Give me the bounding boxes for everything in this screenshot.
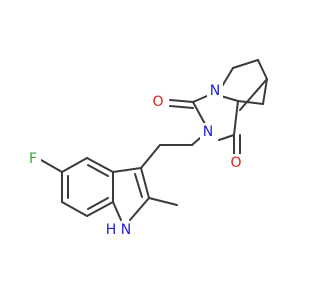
label-backdrop <box>149 93 167 111</box>
bond <box>192 101 206 125</box>
bond <box>86 157 114 173</box>
bond <box>191 137 201 146</box>
label-backdrop <box>200 123 216 141</box>
label-backdrop <box>25 150 41 168</box>
structure-drawing: F N H N N O O <box>25 59 268 238</box>
bond-layer <box>40 59 268 221</box>
bond <box>233 100 239 136</box>
bond <box>218 134 235 141</box>
bond <box>134 173 143 198</box>
label-layer: F N H N N O O <box>25 82 246 238</box>
bond <box>232 59 259 69</box>
fluorine-atom-label: F <box>29 151 37 167</box>
bond <box>192 95 208 103</box>
bond <box>239 78 268 111</box>
bond <box>87 197 109 210</box>
bond <box>169 105 194 109</box>
bridgehead-nitrogen-label: N <box>210 83 220 99</box>
bond <box>169 99 194 103</box>
bond <box>112 201 122 221</box>
bond <box>148 197 178 206</box>
bond <box>220 95 239 102</box>
label-backdrop <box>118 222 134 238</box>
label-backdrop <box>226 154 246 172</box>
bond <box>87 164 109 177</box>
imide-nitrogen-label: N <box>203 124 213 140</box>
carbonyl-oxygen-top-label: O <box>152 94 163 110</box>
molecule-canvas: F N H N N O O <box>25 59 268 238</box>
label-backdrop <box>207 82 223 100</box>
bond <box>86 201 114 217</box>
bond <box>129 197 150 221</box>
bond <box>61 157 88 173</box>
indole-nitrogen-label: N <box>121 222 131 238</box>
bond <box>140 167 150 199</box>
carbonyl-oxygen-bottom-label: O <box>230 155 241 171</box>
bond <box>237 100 264 105</box>
bond <box>257 59 268 80</box>
bond <box>140 144 161 169</box>
bond <box>262 78 268 105</box>
bond <box>61 201 88 217</box>
indole-hydrogen-label: H <box>106 222 117 238</box>
bond <box>40 159 63 173</box>
bond <box>112 167 142 173</box>
label-backdrop <box>104 222 118 238</box>
